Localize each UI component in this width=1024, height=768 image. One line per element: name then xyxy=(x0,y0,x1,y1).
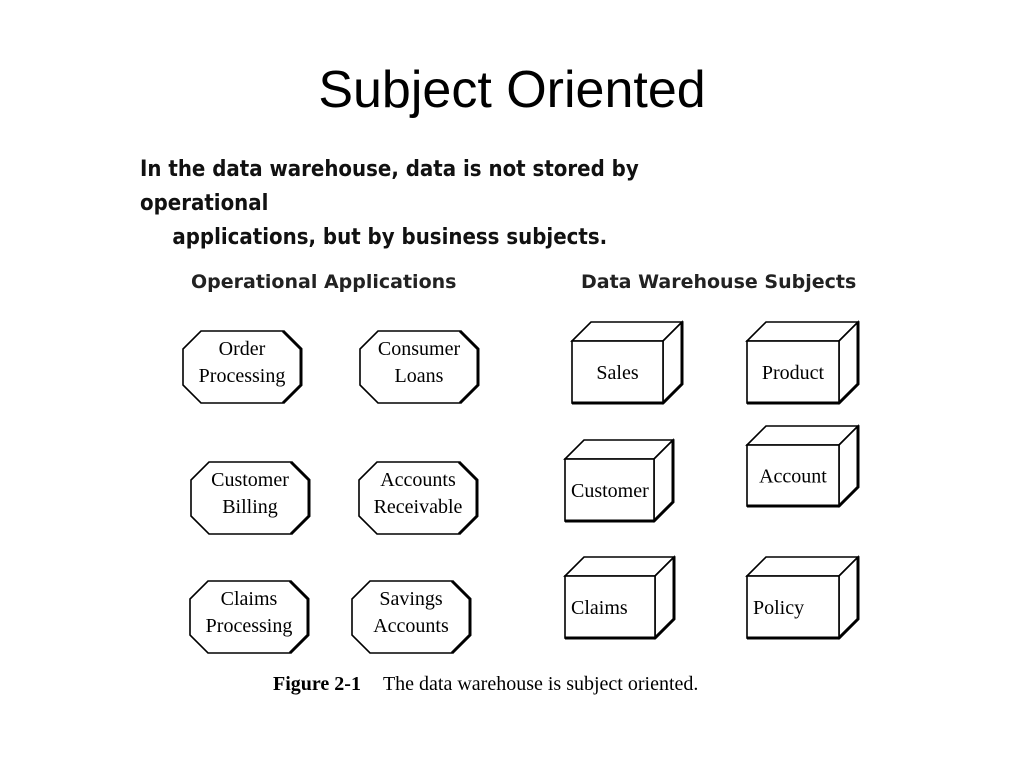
figure-caption: Figure 2-1 The data warehouse is subject … xyxy=(273,673,698,696)
slide-title: Subject Oriented xyxy=(318,61,706,119)
application-label-line: Processing xyxy=(199,365,286,387)
intro-line-2: applications, but by business subjects. xyxy=(172,225,608,250)
subject-policy: Policy xyxy=(745,555,860,640)
intro-line-1: In the data warehouse, data is not store… xyxy=(140,157,639,216)
data-warehouse-subjects-heading: Data Warehouse Subjects xyxy=(581,271,857,293)
application-label-line: Savings xyxy=(379,588,443,610)
application-label-line: Claims xyxy=(221,588,278,610)
application-label-line: Accounts xyxy=(380,469,456,491)
subject-product: Product xyxy=(745,320,860,405)
subject-label: Sales xyxy=(596,362,638,384)
subject-label: Account xyxy=(759,466,827,488)
application-label-line: Order xyxy=(219,338,266,360)
subject-label: Customer xyxy=(571,480,649,502)
operational-applications-heading: Operational Applications xyxy=(191,271,457,293)
application-label-line: Billing xyxy=(222,496,278,518)
application-label-line: Customer xyxy=(211,469,289,491)
subject-sales: Sales xyxy=(570,320,684,405)
application-label-line: Processing xyxy=(206,615,293,637)
intro-text: In the data warehouse, data is not store… xyxy=(140,153,716,255)
application-label-line: Accounts xyxy=(373,615,449,637)
subject-account: Account xyxy=(745,424,860,508)
application-label-line: Consumer xyxy=(378,338,461,360)
figure-caption-text: The data warehouse is subject oriented. xyxy=(382,673,699,695)
application-label-line: Receivable xyxy=(374,496,463,518)
subject-label: Claims xyxy=(571,597,628,619)
subject-label: Policy xyxy=(753,597,804,619)
subject-claims: Claims xyxy=(563,555,676,640)
application-label-line: Loans xyxy=(395,365,444,387)
subject-label: Product xyxy=(762,362,825,384)
figure-number: Figure 2-1 xyxy=(273,673,361,695)
subject-customer: Customer xyxy=(563,438,675,523)
